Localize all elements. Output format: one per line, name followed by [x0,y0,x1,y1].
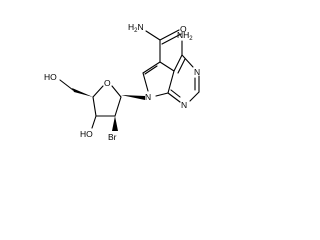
bond-c5-c6 [142,61,161,74]
bond-c4-n3 [181,54,194,68]
bond-c5p-o5p [59,79,74,91]
bond-camide-o [159,29,180,41]
pyrimidine-n3-label: N [194,67,200,77]
bond-c4a-c5 [159,61,175,72]
bond-c1p-o4p [111,85,122,98]
pyrrole-n7-label: N [145,92,151,102]
bond-camide-n [145,30,161,41]
bond-n1-c7a [167,92,181,103]
amino-nh2-label: NH2 [177,30,193,42]
molecule-structure: H2N O NH2 N N N O HO HO Br [44,22,200,142]
c3-hydroxyl-label: HO [80,129,93,139]
bond-c2p-br-wedge [112,116,118,131]
amide-nh2-label: H2N [128,22,144,34]
bond-c1p-n7-wedge [121,95,145,100]
bond-c2p-c1p [114,96,122,117]
structure-canvas: H2N O NH2 N N N O HO HO Br [0,0,217,170]
bond-camide-o-double [161,33,182,45]
ribose-ring-oxygen-label: O [104,78,111,88]
bond-c5-c6-double [144,65,158,75]
bromine-label: Br [108,132,117,142]
bond-c7a-c4a [167,70,175,94]
bond-n7-c7a [155,92,169,97]
bond-n1-c7a-double [170,89,181,98]
bond-c4a-c4 [173,54,183,72]
pyrimidine-n1-label: N [181,100,187,110]
amide-oxygen-label: O [180,24,187,34]
bond-c2-n1 [189,91,200,102]
bond-c6-n7 [142,72,149,92]
bond-o4p-c4p [92,85,104,98]
bond-c4p-c3p [92,96,97,117]
bond-c3p-o3p [91,115,97,129]
bond-c4a-c4-double [177,58,186,74]
bond-c4p-c5p-wedge [72,88,93,97]
hydroxymethyl-oh-label: HO [44,72,57,82]
